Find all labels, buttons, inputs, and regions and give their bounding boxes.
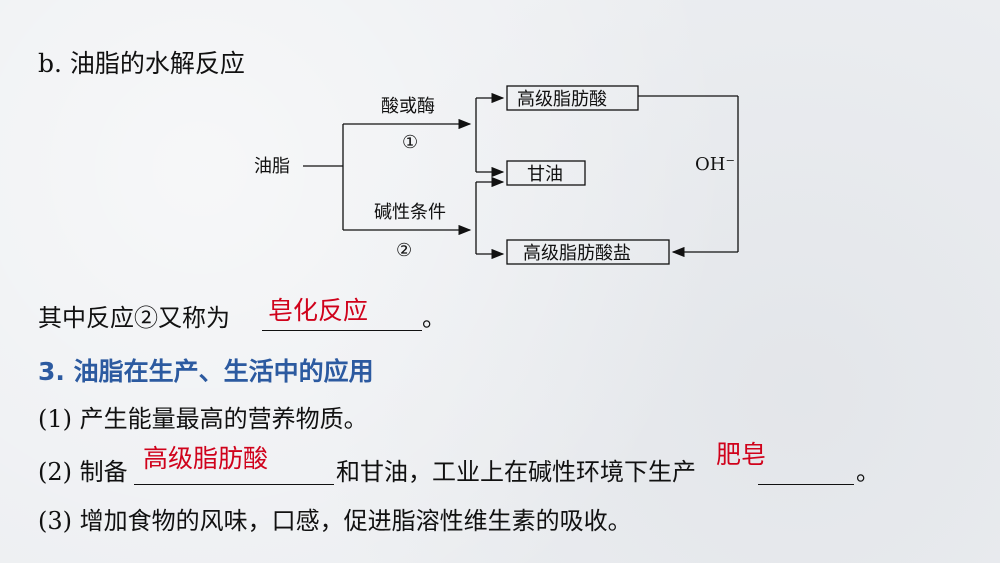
- item3: (3) 增加食物的风味，口感，促进脂溶性维生素的吸收。: [38, 507, 632, 535]
- item1: (1) 产生能量最高的营养物质。: [38, 405, 368, 433]
- item2-answer2: 肥皂: [716, 440, 767, 469]
- reaction2-prefix: 其中反应②又称为: [38, 304, 230, 332]
- base-number-label: ②: [396, 240, 412, 261]
- item2-blank1: [134, 458, 334, 485]
- start-label: 油脂: [254, 156, 290, 177]
- glycerol-label: 甘油: [527, 164, 563, 185]
- reaction2-answer: 皂化反应: [268, 296, 369, 325]
- acid-condition-label: 酸或酶: [381, 96, 435, 117]
- glycerol-box: [506, 160, 586, 186]
- section-b-title: b. 油脂的水解反应: [38, 49, 245, 78]
- base-condition-label: 碱性条件: [374, 202, 446, 223]
- item2-suffix: 。: [856, 458, 880, 486]
- acid-number-label: ①: [402, 132, 418, 153]
- item2-blank2: [758, 458, 854, 485]
- reaction2-suffix: 。: [422, 304, 446, 332]
- reaction2-blank: [262, 304, 422, 331]
- hydroxide-label: OH⁻: [695, 154, 735, 175]
- salt-box: [506, 239, 670, 265]
- item2-middle: 和甘油，工业上在碱性环境下生产: [336, 458, 696, 486]
- section3-heading: 3. 油脂在生产、生活中的应用: [38, 357, 374, 386]
- salt-label: 高级脂肪酸盐: [523, 243, 631, 264]
- item2-prefix: (2) 制备: [38, 458, 128, 486]
- fatty-acid-label: 高级脂肪酸: [517, 89, 607, 110]
- item2-answer1: 高级脂肪酸: [143, 444, 269, 473]
- fatty-acid-box: [506, 85, 639, 111]
- hydrolysis-diagram: 油脂 酸或酶 ① 碱性条件 ② 高级脂肪酸 甘油 高级脂肪酸盐 OH⁻: [254, 85, 739, 265]
